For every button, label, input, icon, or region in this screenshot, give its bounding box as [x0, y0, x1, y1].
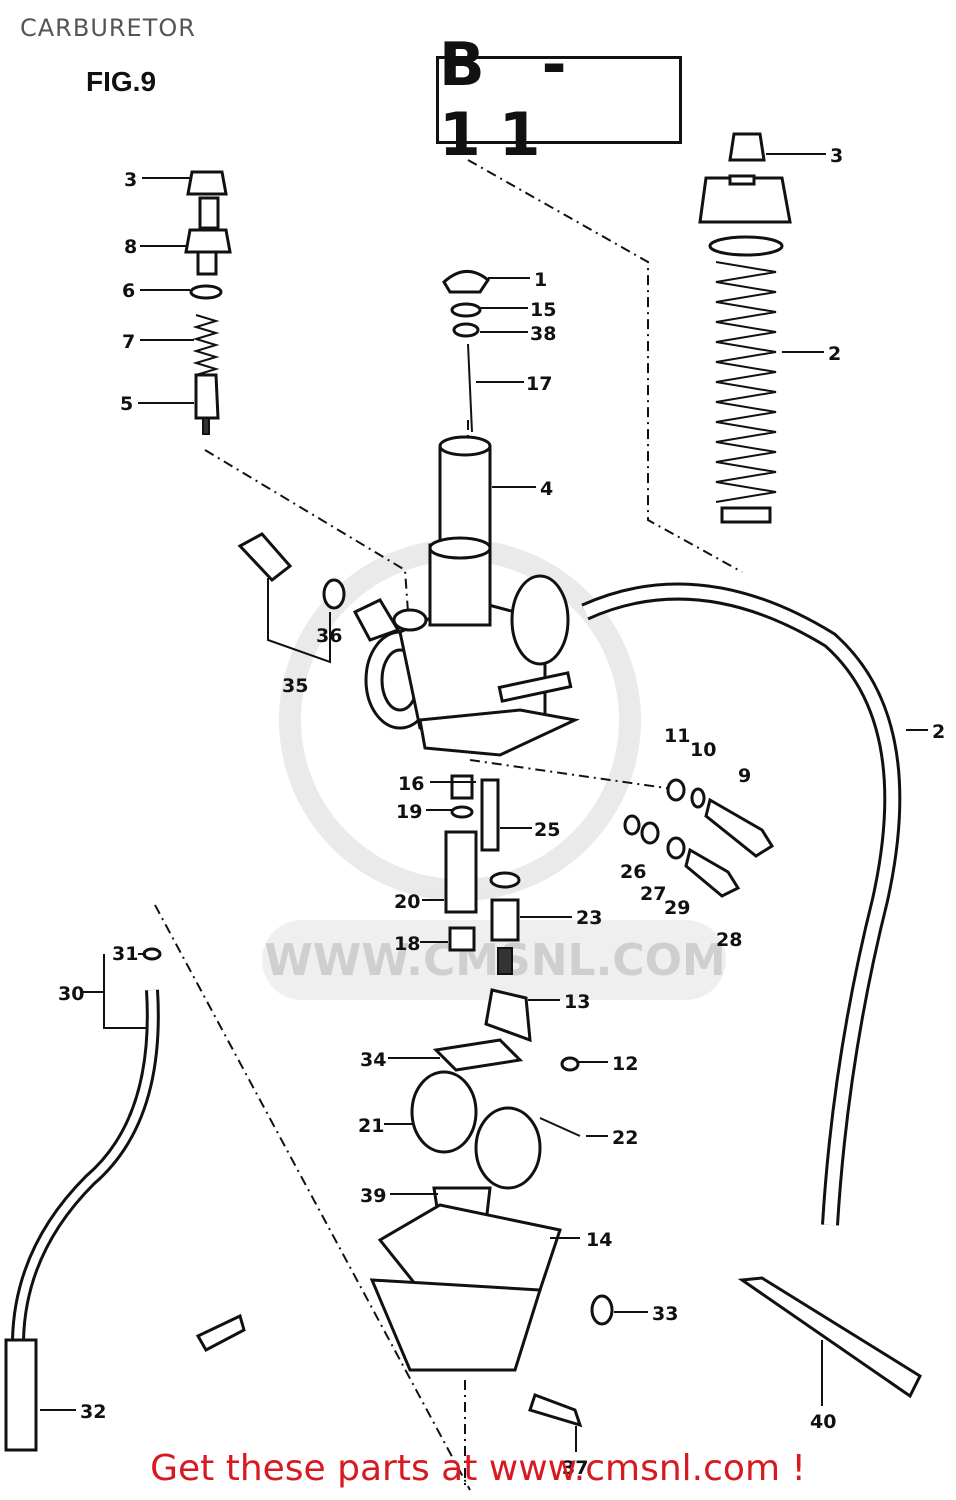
callout-26: 26	[620, 861, 646, 883]
callout-19: 19	[396, 801, 422, 823]
callout-3b: 3	[830, 145, 843, 167]
callout-36: 36	[316, 625, 342, 647]
overflow-tube	[4, 947, 162, 1452]
callout-23: 23	[576, 907, 602, 929]
callout-21: 21	[358, 1115, 384, 1137]
callout-27: 27	[640, 883, 666, 905]
air-screw-group	[623, 778, 775, 898]
callout-3a: 3	[124, 169, 137, 191]
page-title: CARBURETOR	[20, 14, 196, 42]
callout-4: 4	[540, 478, 553, 500]
carburetor-body	[352, 536, 580, 757]
callout-34: 34	[360, 1049, 386, 1071]
callout-2b: 2	[932, 721, 945, 743]
callout-2a: 2	[828, 343, 841, 365]
callout-33: 33	[652, 1303, 678, 1325]
callout-22: 22	[612, 1127, 638, 1149]
callout-16: 16	[398, 773, 424, 795]
callout-29: 29	[664, 897, 690, 919]
callout-25: 25	[534, 819, 560, 841]
figure-label: FIG.9	[86, 66, 157, 97]
callout-32: 32	[80, 1401, 106, 1423]
callout-5: 5	[120, 393, 133, 415]
callout-12: 12	[612, 1053, 638, 1075]
watermark-text: WWW.CMSNL.COM	[264, 920, 726, 1000]
callout-14: 14	[586, 1229, 612, 1251]
callout-28: 28	[716, 929, 742, 951]
starter-plunger-assembly	[184, 170, 232, 435]
callout-31: 31	[112, 943, 138, 965]
callout-7: 7	[122, 331, 135, 353]
callout-1: 1	[534, 269, 547, 291]
callout-11: 11	[664, 725, 690, 747]
callout-20: 20	[394, 891, 420, 913]
callout-8: 8	[124, 236, 137, 258]
callout-35: 35	[282, 675, 308, 697]
callout-30: 30	[58, 983, 84, 1005]
jets-stack	[444, 774, 521, 975]
throttle-cable-assembly	[698, 132, 792, 524]
callout-38: 38	[530, 323, 556, 345]
pilot-screw-parts	[237, 532, 346, 664]
callout-37: 37	[562, 1457, 588, 1479]
direction-arrow-and-strap	[195, 1276, 922, 1399]
callout-13: 13	[564, 991, 590, 1013]
callout-labels: 3 8 6 7 5 3 2 1 15 38 17 4 36 35 2 11 10…	[58, 145, 945, 1479]
callout-9: 9	[738, 765, 751, 787]
callout-15: 15	[530, 299, 556, 321]
callout-6: 6	[122, 280, 135, 302]
parts-link-banner[interactable]: Get these parts at www.cmsnl.com !	[150, 1448, 806, 1489]
callout-39: 39	[360, 1185, 386, 1207]
callout-17: 17	[526, 373, 552, 395]
throttle-slide-stack	[438, 270, 492, 582]
callout-40: 40	[810, 1411, 836, 1433]
callout-18: 18	[394, 933, 420, 955]
callout-10: 10	[690, 739, 716, 761]
fuel-hose	[581, 582, 902, 1226]
leader-lines	[40, 153, 928, 1452]
float-bowl-assembly	[369, 988, 614, 1428]
